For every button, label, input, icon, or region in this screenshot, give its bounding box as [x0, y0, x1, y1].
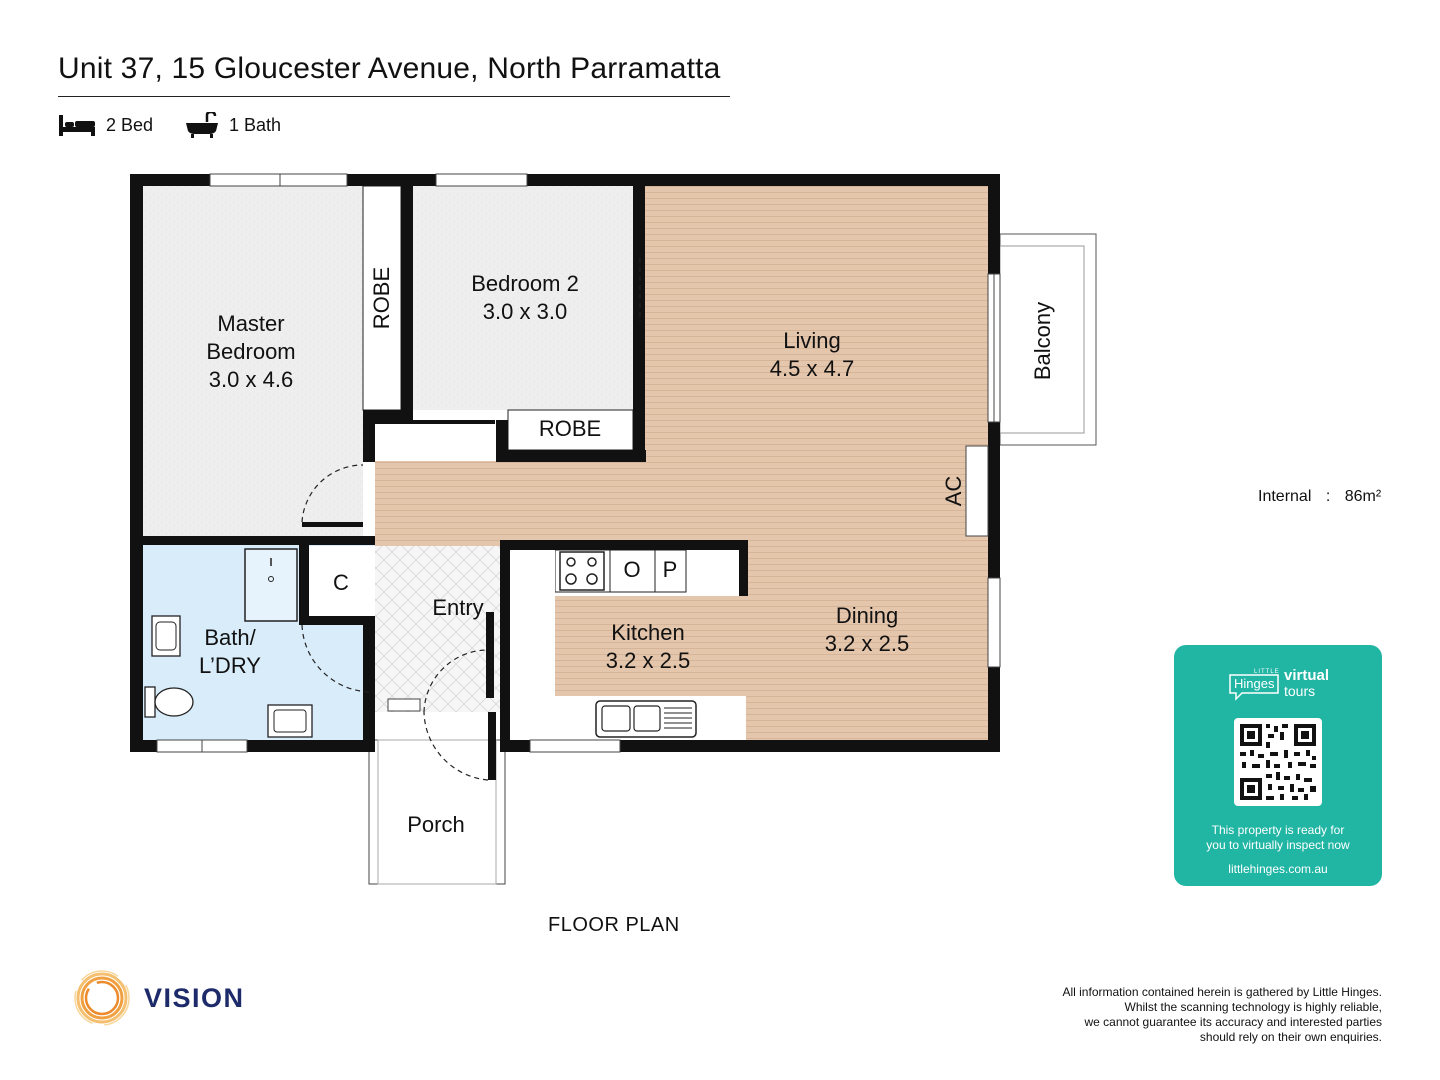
bath-label: Bath/ L’DRY [185, 624, 275, 680]
virtual-tour-message-1: This property is ready for [1211, 823, 1345, 837]
kitchen-side-bench [510, 550, 555, 696]
robe-vertical-label: ROBE [369, 266, 394, 330]
little-hinges-logo: LITTLE Hinges virtual tours [1228, 667, 1338, 701]
vision-logo: VISION [72, 968, 245, 1028]
balcony-label: Balcony [1030, 301, 1055, 381]
internal-area: Internal : 86m² [1258, 488, 1381, 506]
dining-size: 3.2 x 2.5 [824, 631, 910, 656]
toilet-icon [144, 686, 194, 718]
virtual-tour-card[interactable]: LITTLE Hinges virtual tours [1174, 645, 1382, 886]
door-threshold [387, 698, 421, 712]
lh-tours: tours [1284, 683, 1316, 699]
floor-plan-caption: FLOOR PLAN [548, 914, 680, 936]
porch [368, 739, 506, 885]
bathtub-icon [186, 112, 218, 138]
living-size: 4.5 x 4.7 [769, 356, 855, 381]
lh-virtual: virtual [1284, 667, 1330, 684]
doors [301, 258, 641, 781]
kitchen-name: Kitchen [611, 620, 685, 645]
living-name: Living [783, 328, 841, 353]
bed-feature: 2 Bed [58, 112, 153, 138]
property-address: Unit 37, 15 Gloucester Avenue, North Par… [58, 52, 721, 85]
bedroom2-name: Bedroom 2 [471, 271, 579, 296]
little-hinges-url[interactable]: littlehinges.com.au [1228, 862, 1328, 876]
porch-label: Porch [407, 812, 465, 837]
kitchen-label: Kitchen 3.2 x 2.5 [588, 619, 708, 675]
entry-floor [375, 546, 500, 712]
qr-code-icon [1240, 724, 1316, 800]
living-dining-floor [375, 186, 988, 740]
bed-count-label: 2 Bed [106, 114, 154, 135]
master-bedroom-floor [143, 186, 363, 536]
entry-label: Entry [432, 595, 484, 620]
internal-area-label: Internal [1258, 488, 1312, 505]
bedroom2-label: Bedroom 2 3.0 x 3.0 [455, 270, 595, 326]
vanity-basin-icon [151, 615, 181, 657]
disclaimer-line-4: should rely on their own enquiries. [1199, 1030, 1382, 1044]
lh-brand: Hinges [1234, 676, 1275, 691]
shower-icon [244, 548, 298, 622]
vision-wordmark: VISION [144, 982, 245, 1013]
cupboard [309, 546, 375, 616]
robe-horizontal [507, 409, 634, 451]
disclaimer-line-1: All information contained herein is gath… [1062, 985, 1382, 999]
pantry-label: P [662, 557, 678, 582]
bedroom2-floor [413, 186, 645, 410]
windows [156, 173, 1001, 753]
title-divider [58, 96, 730, 97]
qr-code[interactable] [1234, 718, 1322, 806]
oven-label: O [623, 557, 641, 582]
dining-name: Dining [835, 603, 899, 628]
cooktop-icon [559, 551, 605, 591]
bedroom2-size: 3.0 x 3.0 [482, 299, 568, 324]
cupboard-label: C [333, 570, 349, 595]
bath-feature: 1 Bath [185, 112, 281, 138]
bath-count-label: 1 Bath [229, 114, 282, 135]
living-label: Living 4.5 x 4.7 [752, 327, 872, 383]
master-bedroom-size: 3.0 x 4.6 [208, 367, 294, 392]
master-bedroom-name-2: Bedroom [206, 339, 296, 364]
vision-ring-icon [74, 970, 130, 1026]
robe-horizontal-label: ROBE [538, 416, 602, 441]
balcony [999, 233, 1097, 446]
ac-unit [965, 445, 989, 537]
little-hinges-logo-icon [1229, 674, 1279, 701]
bath-name-1: Bath/ [204, 625, 256, 650]
internal-area-separator: : [1325, 488, 1331, 505]
master-bedroom-name-1: Master [217, 311, 285, 336]
robe-vertical [362, 185, 402, 411]
lh-brand-small: LITTLE [1254, 669, 1280, 675]
dining-label: Dining 3.2 x 2.5 [807, 602, 927, 658]
disclaimer-line-3: we cannot guarantee its accuracy and int… [1084, 1015, 1382, 1029]
disclaimer-line-2: Whilst the scanning technology is highly… [1124, 1000, 1382, 1014]
internal-area-value: 86m² [1344, 488, 1382, 505]
master-bedroom-label: Master Bedroom 3.0 x 4.6 [190, 310, 312, 394]
bath-name-2: L’DRY [199, 653, 261, 678]
bed-icon [59, 115, 95, 136]
kitchen-size: 3.2 x 2.5 [605, 648, 691, 673]
laundry-tub-icon [267, 704, 313, 738]
ac-label: AC [941, 475, 966, 507]
virtual-tour-message-2: you to virtually inspect now [1206, 838, 1350, 852]
kitchen-sink-icon [595, 700, 697, 738]
